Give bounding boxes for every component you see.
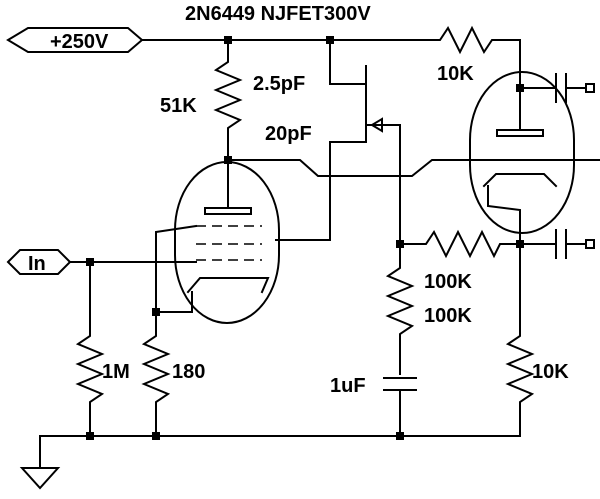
capacitor-2p5pf-label: 2.5pF xyxy=(253,73,305,95)
capacitor-1uf-label: 1uF xyxy=(330,375,366,397)
resistor-1m-label: 1M xyxy=(102,361,130,383)
ground-symbol xyxy=(19,467,61,490)
supply-label: +250V xyxy=(50,31,109,53)
resistor-100k-lower xyxy=(385,243,415,375)
resistor-10k-load-label: 10K xyxy=(532,361,569,383)
vacuum-tube-right xyxy=(469,71,575,245)
resistor-1m xyxy=(75,261,105,437)
supply-rail xyxy=(6,25,521,89)
capacitor-20pf-label: 20pF xyxy=(265,123,312,145)
vacuum-tube-left xyxy=(155,159,280,324)
output-capacitor-bottom xyxy=(519,229,595,259)
jfet-2n6449 xyxy=(275,39,401,245)
resistor-100k-mid-label: 100K xyxy=(424,271,472,293)
junction-dots xyxy=(86,36,524,440)
jfet-gate-arrow xyxy=(370,117,383,133)
resistor-180 xyxy=(141,311,171,437)
resistor-10k-load xyxy=(505,243,535,411)
input-label: In xyxy=(28,253,46,275)
resistor-51k-label: 51K xyxy=(160,95,197,117)
resistor-10k-top-label: 10K xyxy=(437,63,474,85)
capacitor-1uf xyxy=(383,377,417,437)
ground-rail xyxy=(19,409,521,490)
resistor-180-label: 180 xyxy=(172,361,205,383)
resistor-51k xyxy=(213,39,243,161)
output-capacitor-top xyxy=(519,73,595,103)
resistor-100k-lower-label: 100K xyxy=(424,305,472,327)
schematic-title: 2N6449 NJFET300V xyxy=(185,3,371,25)
resistor-100k-mid xyxy=(399,229,521,259)
